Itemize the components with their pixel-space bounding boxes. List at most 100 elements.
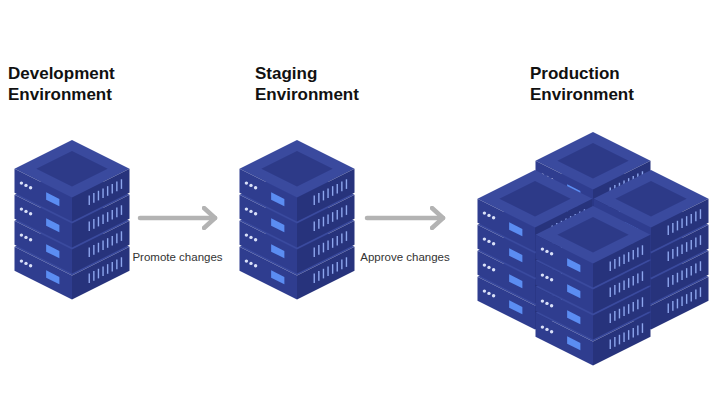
vent-tick [619, 257, 620, 267]
server-top-inset [615, 181, 686, 217]
drive-panel [567, 336, 580, 350]
status-light [245, 259, 248, 262]
vent-tick [668, 277, 669, 287]
drive-panel [509, 248, 522, 262]
server-top-inset [36, 151, 107, 187]
status-light [492, 242, 495, 245]
status-light [245, 181, 248, 184]
vent-tick [628, 252, 629, 262]
arrow-label: Promote changes [132, 251, 222, 263]
vent-tick [642, 245, 643, 255]
drive-panel [46, 218, 59, 232]
environment-heading: Production Environment [530, 63, 680, 105]
environment-heading: Staging Environment [255, 63, 367, 105]
vent-tick [98, 191, 99, 201]
drive-panel [271, 270, 284, 284]
status-light [24, 184, 27, 187]
server-top-inset [499, 181, 570, 217]
vent-tick [98, 217, 99, 227]
vent-tick [332, 212, 333, 222]
vent-tick [668, 225, 669, 235]
server-top [240, 140, 355, 198]
status-light [550, 304, 553, 307]
status-light [487, 292, 490, 295]
vent-tick [102, 214, 103, 224]
vent-tick [700, 287, 701, 297]
vent-tick [116, 234, 117, 244]
vent-tick [102, 266, 103, 276]
vent-tick [633, 250, 634, 260]
vent-tick [337, 210, 338, 220]
vent-tick [677, 299, 678, 309]
status-light [541, 325, 544, 328]
vent-tick [642, 323, 643, 333]
vent-tick [623, 306, 624, 316]
server-node: Development Environment [5, 60, 140, 310]
vent-tick [323, 217, 324, 227]
status-light [541, 299, 544, 302]
status-light [24, 236, 27, 239]
vent-tick [112, 184, 113, 194]
vent-tick [619, 283, 620, 293]
vent-tick [686, 294, 687, 304]
vent-tick [637, 274, 638, 284]
status-light [492, 268, 495, 271]
status-light [492, 216, 495, 219]
vent-tick [337, 262, 338, 272]
vent-tick [677, 247, 678, 257]
status-light [24, 262, 27, 265]
vent-tick [695, 238, 696, 248]
vent-tick [332, 238, 333, 248]
vent-tick [107, 264, 108, 274]
vent-tick [642, 271, 643, 281]
vent-tick [686, 216, 687, 226]
vent-tick [672, 275, 673, 285]
server-top-inset [557, 143, 628, 179]
vent-tick [327, 266, 328, 276]
vent-tick [112, 236, 113, 246]
status-light [29, 186, 32, 189]
vent-tick [341, 234, 342, 244]
status-light [20, 207, 23, 210]
vent-tick [628, 278, 629, 288]
status-light [24, 210, 27, 213]
drive-panel [271, 192, 284, 206]
vent-tick [695, 290, 696, 300]
vent-tick [614, 259, 615, 269]
status-light [483, 211, 486, 214]
vent-tick [93, 245, 94, 255]
vent-tick [633, 276, 634, 286]
vent-tick [623, 254, 624, 264]
vent-tick [700, 235, 701, 245]
vent-tick [681, 218, 682, 228]
drive-panel [509, 274, 522, 288]
drive-panel [271, 218, 284, 232]
vent-tick [614, 285, 615, 295]
vent-tick [700, 261, 701, 271]
vent-tick [672, 223, 673, 233]
vent-tick [677, 221, 678, 231]
drive-panel [46, 244, 59, 258]
server-top-inset [557, 217, 628, 253]
vent-tick [121, 179, 122, 189]
vent-tick [323, 191, 324, 201]
vent-tick [623, 280, 624, 290]
vent-tick [314, 195, 315, 205]
vent-tick [121, 231, 122, 241]
vent-tick [691, 266, 692, 276]
server-unit [15, 140, 130, 222]
vent-tick [677, 273, 678, 283]
drive-panel [271, 244, 284, 258]
vent-tick [642, 297, 643, 307]
server-stack [15, 140, 130, 300]
vent-tick [668, 303, 669, 313]
status-light [29, 264, 32, 267]
server-top [536, 206, 651, 264]
vent-tick [700, 209, 701, 219]
status-light [254, 238, 257, 241]
server-top [15, 140, 130, 198]
status-light [487, 240, 490, 243]
vent-tick [619, 309, 620, 319]
status-light [545, 328, 548, 331]
